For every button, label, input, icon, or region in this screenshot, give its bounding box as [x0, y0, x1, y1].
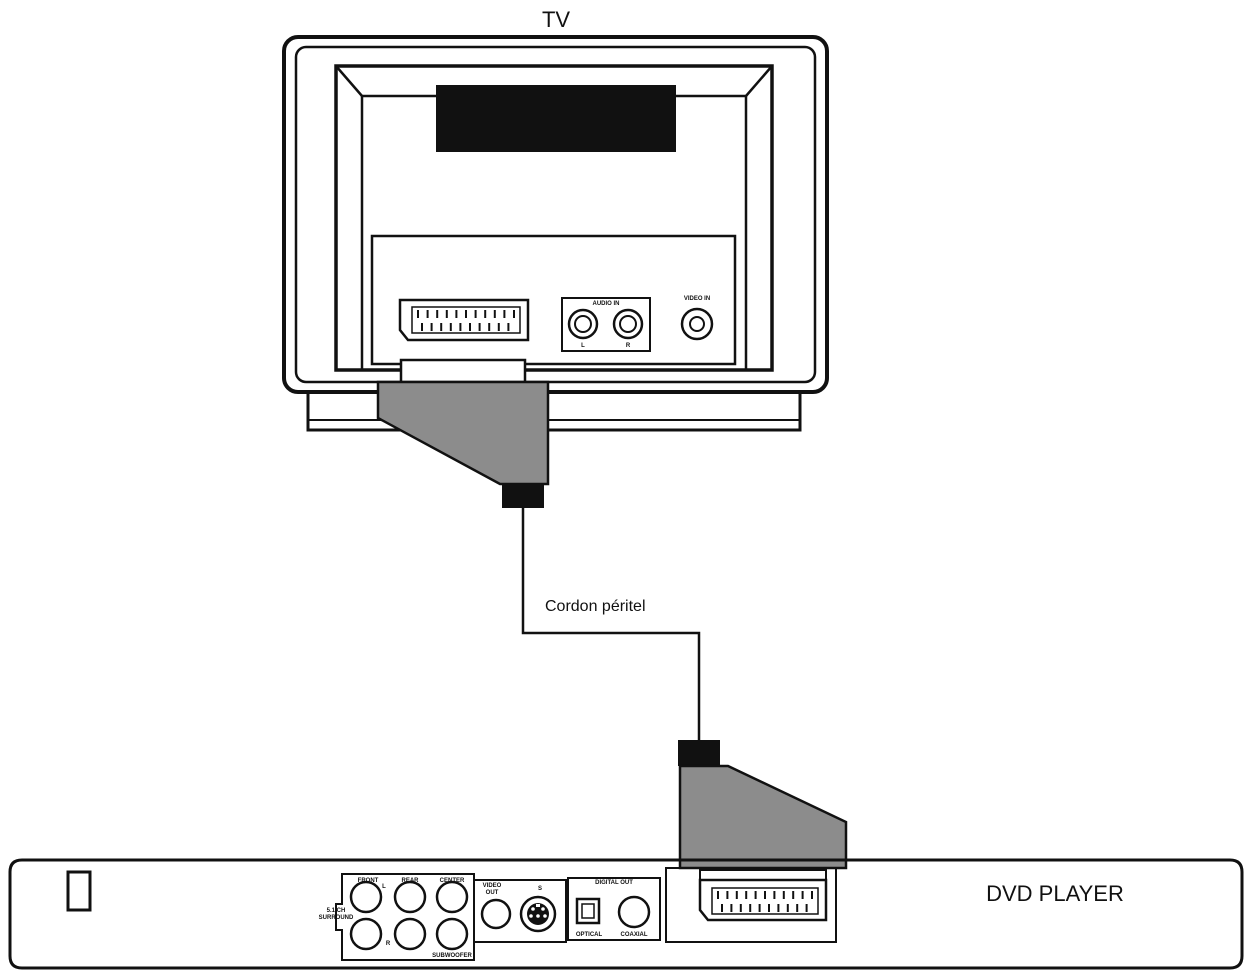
dvd-power-inlet: [66, 870, 92, 912]
tv-audio-right-label: R: [626, 343, 631, 349]
tv-audio-left-label: L: [581, 343, 585, 349]
tv-base: [306, 392, 802, 432]
dvd-rear-r-label: R: [386, 941, 391, 947]
dvd-subwoofer-jack: [435, 917, 469, 951]
dvd-rear-r-jack: [393, 917, 427, 951]
tv-audio-panel: [561, 297, 651, 352]
dvd-video-panel: [474, 879, 567, 943]
dvd-subwoofer-label: SUBWOOFER: [432, 953, 472, 959]
tv-audio-left-jack: [567, 308, 599, 340]
dvd-surround-panel: [335, 873, 475, 961]
scart-cable: [521, 508, 701, 740]
dvd-surround-line2: SURROUND: [319, 915, 354, 921]
dvd-s-video-jack: [519, 895, 557, 933]
dvd-surround-line1: 5.1 CH: [327, 908, 346, 914]
dvd-coaxial-label: COAXIAL: [621, 932, 648, 938]
tv-video-in-label: VIDEO IN: [684, 296, 710, 302]
dvd-center-jack: [435, 880, 469, 914]
tv-cabinet-inner-line: [294, 45, 817, 384]
cable-label: Cordon péritel: [545, 598, 646, 615]
dvd-digital-panel: [567, 877, 661, 941]
dvd-chassis: [8, 858, 1244, 970]
dvd-player: FRONT REAR CENTER 5.1 CH SURROUND L R SU…: [8, 858, 1244, 970]
dvd-s-video-pins: [529, 904, 547, 918]
dvd-front-l-jack: [349, 880, 383, 914]
dvd-optical-label: OPTICAL: [576, 932, 603, 938]
tv: TV AUDIO IN L R VIDEO IN: [282, 7, 829, 432]
tv-back-taper: [335, 65, 773, 97]
tv-vent: [436, 85, 676, 152]
dvd-label: DVD PLAYER: [986, 881, 1124, 906]
tv-connector-panel: [370, 234, 737, 366]
tv-back-panel: [334, 64, 774, 372]
tv-cabinet: [282, 35, 829, 394]
dvd-scart-plug: [678, 740, 848, 870]
dvd-s-video-label: S: [538, 886, 542, 892]
dvd-optical-jack: [575, 897, 601, 925]
dvd-digital-out-label: DIGITAL OUT: [595, 880, 633, 886]
dvd-front-l-label: L: [382, 884, 386, 890]
dvd-scart-panel: [665, 867, 837, 943]
tv-audio-right-jack: [612, 308, 644, 340]
tv-scart-socket: [398, 298, 530, 342]
dvd-front-r-jack: [349, 917, 383, 951]
tv-audio-in-label: AUDIO IN: [593, 301, 620, 307]
dvd-scart-socket: [698, 869, 828, 922]
tv-label: TV: [542, 7, 570, 32]
dvd-video-out-jack: [480, 898, 512, 930]
dvd-coaxial-jack: [617, 895, 651, 929]
dvd-video-out-line1: VIDEO: [483, 883, 502, 889]
tv-scart-plug: [376, 358, 550, 508]
dvd-rear-l-jack: [393, 880, 427, 914]
dvd-video-out-line2: OUT: [486, 890, 499, 896]
tv-video-in-jack: [680, 307, 714, 341]
